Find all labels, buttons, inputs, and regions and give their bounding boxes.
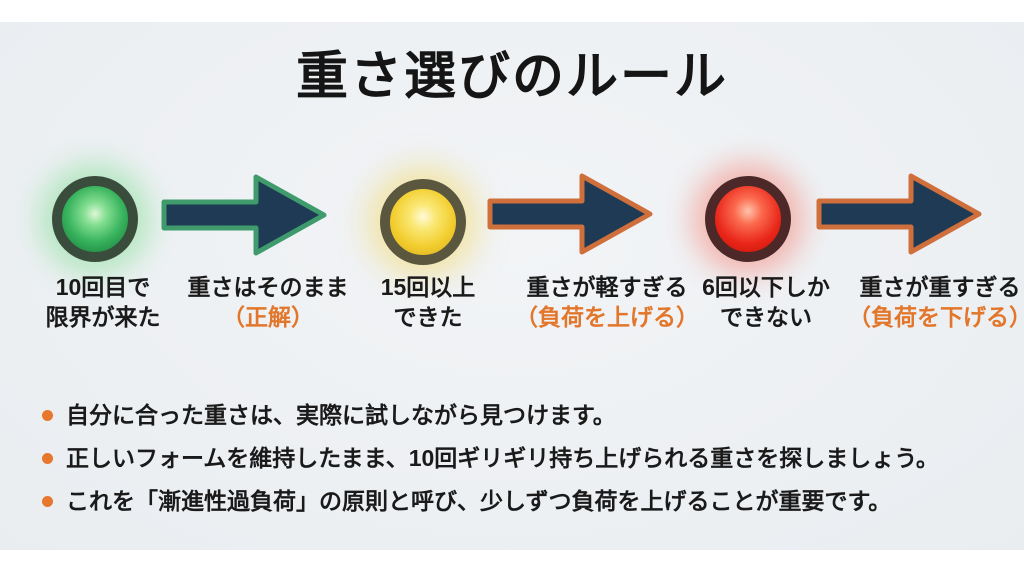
step-label-line: できた — [393, 304, 463, 331]
slide-background: 重さ選びのルール 10回目で 限界が来た 重さはそのまま （正解 — [0, 22, 1024, 550]
step-label-note: （正解） — [222, 304, 314, 331]
step-label-green-light: 10回目で 限界が来た — [46, 272, 161, 333]
step-label-yellow-light: 15回以上 できた — [381, 272, 476, 333]
step-label-too-heavy: 重さが重すぎる （負荷を下げる） — [848, 272, 1024, 333]
step-label-line: 重さが重すぎる — [859, 274, 1021, 300]
arrow-right-orange-outline-icon — [487, 173, 653, 255]
arrow-right-orange-outline-icon — [816, 173, 982, 255]
step-label-keep-weight: 重さはそのまま （正解） — [188, 272, 349, 333]
bullet-dot-icon — [42, 496, 53, 508]
bullet-list: 自分に合った重さは、実際に試しながら見つけます。 正しいフォームを維持したまま、… — [36, 400, 1011, 529]
step-label-too-light: 重さが軽すぎる （負荷を上げる） — [515, 272, 699, 333]
arrow-right-green-outline-icon — [161, 174, 327, 256]
bullet-dot-icon — [42, 410, 53, 421]
step-label-line: 重さはそのまま — [187, 274, 349, 300]
traffic-light-yellow-icon — [380, 179, 466, 265]
traffic-light-green-icon — [52, 176, 138, 262]
bullet-text: 自分に合った重さは、実際に試しながら見つけます。 — [66, 402, 616, 428]
traffic-light-red-icon — [705, 176, 791, 262]
bullet-text: 正しいフォームを維持したまま、10回ギリギリ持ち上げられる重さを探しましょう。 — [66, 445, 939, 472]
slide-title: 重さ選びのルール — [295, 48, 728, 106]
bullet-item: 自分に合った重さは、実際に試しながら見つけます。 — [36, 400, 1011, 431]
bullet-text: これを「漸進性過負荷」の原則と呼び、少しずつ負荷を上げることが重要です。 — [66, 488, 892, 515]
step-label-line: 15回以上 — [380, 274, 476, 300]
step-label-line: 6回以下しか — [702, 274, 830, 300]
step-label-line: できない — [719, 304, 812, 331]
step-label-note: （負荷を下げる） — [848, 304, 1024, 331]
bullet-dot-icon — [42, 453, 53, 465]
step-label-line: 10回目で — [55, 274, 151, 300]
bullet-item: これを「漸進性過負荷」の原則と呼び、少しずつ負荷を上げることが重要です。 — [36, 486, 1011, 517]
step-label-line: 重さが軽すぎる — [526, 274, 688, 300]
step-label-line: 限界が来た — [45, 304, 161, 331]
bullet-item: 正しいフォームを維持したまま、10回ギリギリ持ち上げられる重さを探しましょう。 — [36, 443, 1011, 474]
step-label-red-light: 6回以下しか できない — [702, 272, 830, 333]
step-label-note: （負荷を上げる） — [515, 304, 699, 331]
